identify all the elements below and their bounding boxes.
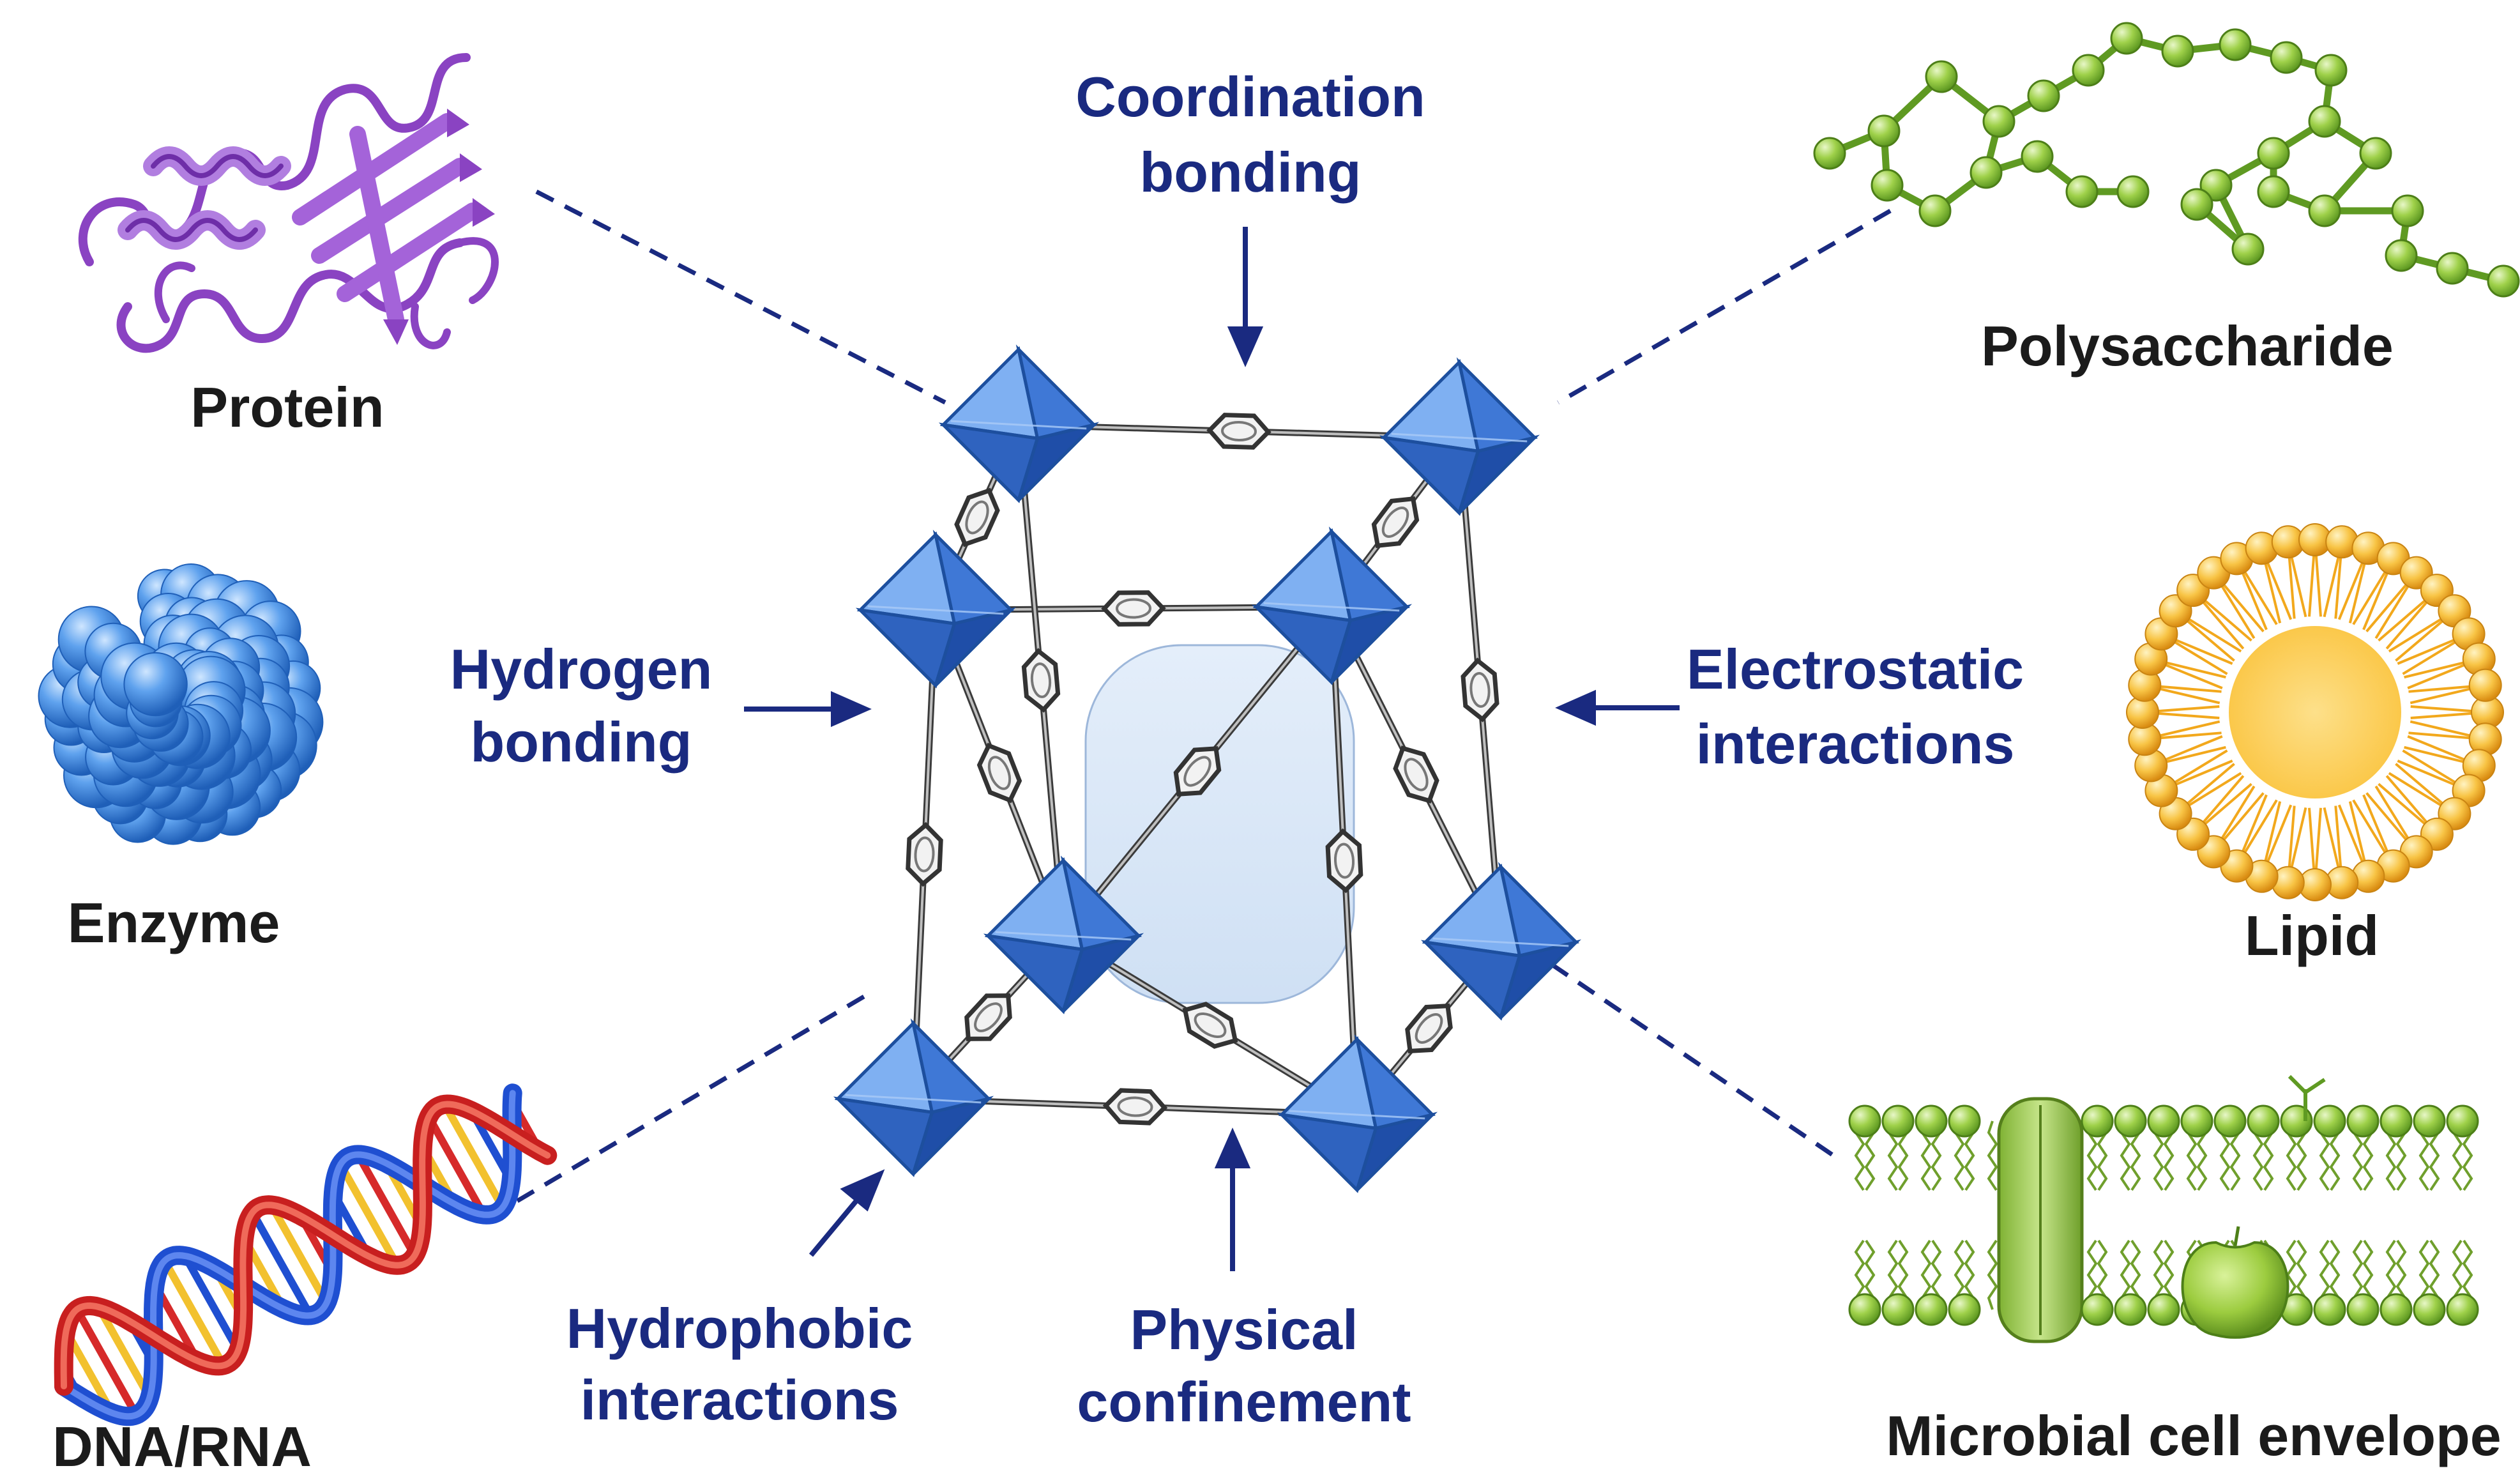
mof-pore <box>1084 644 1355 1004</box>
biomolecule-labels: Protein Enzyme DNA/RNA Polysaccharide Li… <box>52 314 2501 1478</box>
dashed-connectors <box>516 189 1892 1203</box>
label-lipid: Lipid <box>2245 904 2379 967</box>
label-hydrophobic-1: Hydrophobic <box>566 1297 913 1360</box>
mof-metal-nodes <box>833 344 1582 1193</box>
label-coordination-1: Coordination <box>1075 65 1425 128</box>
label-confinement-2: confinement <box>1077 1370 1411 1433</box>
mof-linkers <box>906 413 1504 1126</box>
connector-protein <box>535 189 946 405</box>
arrow-hydrophobic <box>840 1169 885 1212</box>
label-electrostatic-2: interactions <box>1696 712 2015 775</box>
label-hydrophobic-2: interactions <box>581 1368 899 1432</box>
label-dna-rna: DNA/RNA <box>52 1415 312 1478</box>
interaction-labels: Coordination bonding Hydrogen bonding El… <box>450 65 2024 1433</box>
arrow-confinement <box>1214 1127 1251 1168</box>
arrow-electrostatic <box>1555 689 1596 726</box>
mof-framework <box>833 344 1582 1193</box>
connector-membrane <box>1551 963 1841 1161</box>
label-hydrogen-2: bonding <box>471 710 692 774</box>
protein-illustration <box>78 53 499 353</box>
label-coordination-2: bonding <box>1140 141 1362 204</box>
lipid-micelle-illustration <box>2126 523 2504 901</box>
label-electrostatic-1: Electrostatic <box>1687 638 2024 701</box>
label-confinement-1: Physical <box>1130 1298 1358 1361</box>
label-microbial-envelope: Microbial cell envelope <box>1886 1404 2501 1467</box>
microbial-membrane-illustration <box>1848 1074 2479 1343</box>
label-polysaccharide: Polysaccharide <box>1981 314 2394 378</box>
label-enzyme: Enzyme <box>68 891 280 954</box>
arrow-hydrogen <box>831 691 872 728</box>
interaction-arrows <box>744 227 1680 1271</box>
label-protein: Protein <box>190 376 384 439</box>
enzyme-illustration <box>38 563 324 845</box>
arrow-coordination <box>1227 326 1264 367</box>
connector-polysaccharide <box>1557 208 1892 405</box>
label-hydrogen-1: Hydrogen <box>450 638 713 701</box>
polysaccharide-illustration <box>1813 22 2520 298</box>
connector-dna <box>516 988 876 1203</box>
dna-helix-illustration <box>54 1083 558 1426</box>
